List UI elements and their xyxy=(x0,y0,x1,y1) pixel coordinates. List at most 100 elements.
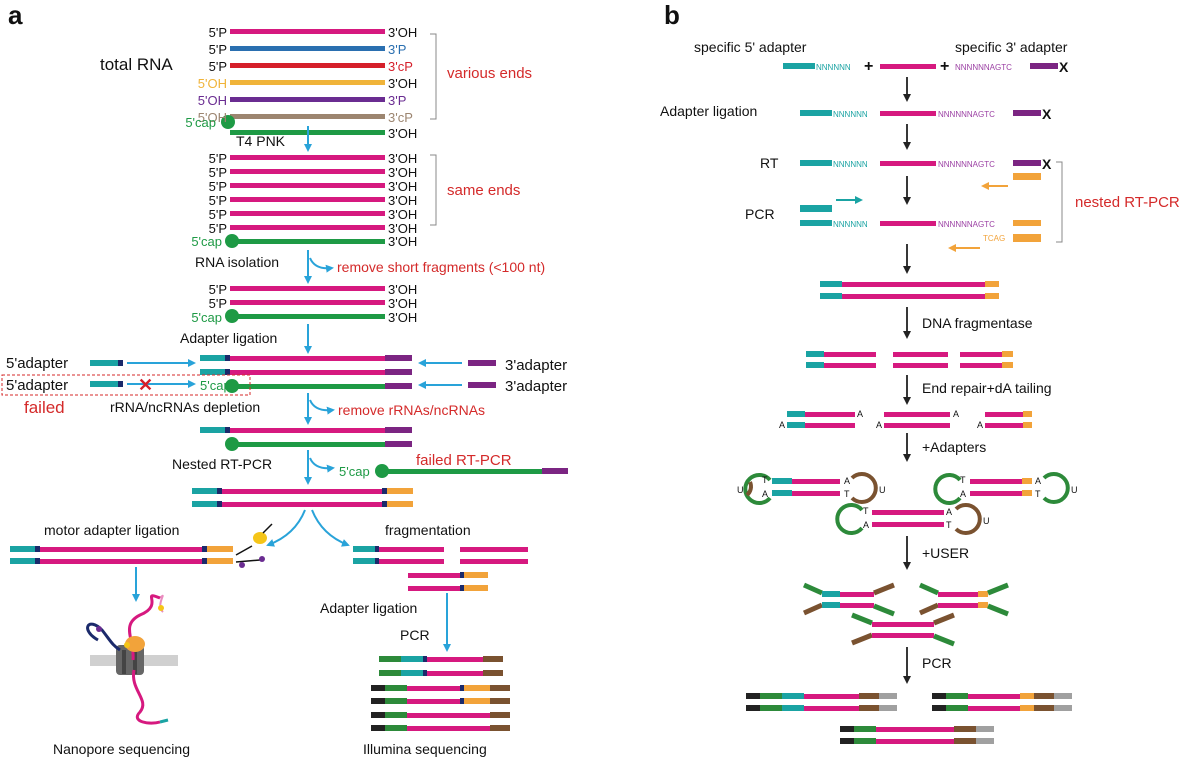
end-label-3oh: 3'OH xyxy=(388,25,417,40)
end-label-5p: 5'P xyxy=(209,179,227,194)
rna-strand xyxy=(230,114,385,119)
adapter-link xyxy=(375,546,379,552)
rna-strand xyxy=(408,573,460,578)
adapter-link xyxy=(225,427,230,433)
end-label-3oh: 3'OH xyxy=(388,193,417,208)
adapters-label: +Adapters xyxy=(922,439,986,455)
teal-adapter xyxy=(90,360,118,366)
various-ends-label: various ends xyxy=(447,65,532,82)
base-u: U xyxy=(879,485,886,495)
remove-rrna-label: remove rRNAs/ncRNAs xyxy=(338,402,485,418)
end-label-5oh: 5'OH xyxy=(198,76,227,91)
end-label-5cap: 5'cap xyxy=(185,115,216,130)
adapter-3-label: 3'adapter xyxy=(505,378,567,395)
nnnnnnagtc-seq: NNNNNNAGTC xyxy=(955,63,1012,72)
rna-strand xyxy=(230,97,385,102)
teal-adapter xyxy=(192,488,217,494)
end-label-5p: 5'P xyxy=(209,59,227,74)
teal-adapter xyxy=(200,369,225,375)
rna-strand xyxy=(408,586,460,591)
rna-strand xyxy=(230,155,385,160)
teal-adapter xyxy=(200,427,225,433)
failed-box xyxy=(1,374,251,396)
adapter-link xyxy=(118,360,123,366)
base-t: T xyxy=(844,489,850,499)
tcag-seq: TCAG xyxy=(983,234,1005,243)
adapter-3-label: 3'adapter xyxy=(505,357,567,374)
teal-adapter xyxy=(90,381,118,387)
nnnnnnagtc-seq: NNNNNNAGTC xyxy=(938,220,995,229)
specific-5-label: specific 5' adapter xyxy=(694,39,807,55)
nanopore-icon xyxy=(86,594,178,725)
side-arrow xyxy=(309,257,334,273)
rna-strand xyxy=(230,286,385,291)
adapter-link xyxy=(217,501,222,507)
rna-strand xyxy=(230,46,385,51)
panel-b-letter: b xyxy=(664,0,680,30)
rna-strand xyxy=(230,314,385,319)
split-arrow xyxy=(266,509,306,547)
adapter-link xyxy=(382,501,387,507)
purple-adapter xyxy=(468,382,496,388)
teal-adapter xyxy=(192,501,217,507)
base-a: A xyxy=(844,476,850,486)
orange-adapter xyxy=(207,546,233,552)
end-label-3oh: 3'OH xyxy=(388,221,417,236)
base-t: T xyxy=(762,475,768,485)
nnnnnn-seq: NNNNNN xyxy=(816,63,851,72)
end-label-5oh: 5'OH xyxy=(198,93,227,108)
rna-strand xyxy=(222,502,382,507)
rna-strand xyxy=(230,29,385,34)
panel-b: b specific 5' adapter specific 3' adapte… xyxy=(660,0,1180,744)
block-x: X xyxy=(1059,59,1069,75)
end-label-3cp: 3'cP xyxy=(388,59,413,74)
purple-adapter xyxy=(1030,63,1058,69)
adapter-link xyxy=(382,488,387,494)
end-label-3oh: 3'OH xyxy=(388,234,417,249)
rna-strand xyxy=(230,169,385,174)
plus-sign: + xyxy=(940,58,949,75)
base-a: A xyxy=(946,507,952,517)
fragmentation-label: fragmentation xyxy=(385,522,471,538)
x-cross: ✕ xyxy=(138,375,153,395)
base-a: A xyxy=(762,489,768,499)
rna-strand xyxy=(230,384,385,389)
depletion-label: rRNA/ncRNAs depletion xyxy=(110,399,260,415)
end-label-5cap: 5'cap xyxy=(200,378,231,393)
rna-strand xyxy=(230,442,385,447)
rna-strand xyxy=(40,547,202,552)
orange-adapter xyxy=(464,572,488,578)
user-label: +USER xyxy=(922,545,969,561)
base-a: A xyxy=(779,420,785,430)
rna-strand xyxy=(40,559,202,564)
adapter-link xyxy=(375,558,379,564)
adapter-link xyxy=(217,488,222,494)
pcr-label: PCR xyxy=(745,206,775,222)
pcr-label: PCR xyxy=(400,627,430,643)
orange-adapter xyxy=(387,488,413,494)
pcr-construct: NNNNNN NNNNNNAGTC TCAG xyxy=(800,196,1041,252)
panel-a-letter: a xyxy=(8,0,23,30)
nested-rtpcr-label: nested RT-PCR xyxy=(1075,194,1180,211)
teal-adapter xyxy=(783,63,815,69)
motor-protein-icon xyxy=(235,523,273,568)
cap-dot xyxy=(221,115,235,129)
panel-a: a total RNA 5'P 5'P 5'P 5'OH 5'OH 5'OH 5… xyxy=(1,0,568,757)
cap-dot xyxy=(225,379,239,393)
plus-sign: + xyxy=(864,58,873,75)
base-a: A xyxy=(857,409,863,419)
purple-adapter xyxy=(468,360,496,366)
rna-strand xyxy=(230,356,385,361)
purple-adapter xyxy=(385,355,412,361)
end-label-5cap: 5'cap xyxy=(339,464,370,479)
teal-adapter xyxy=(200,355,225,361)
adapter-link xyxy=(225,355,230,361)
end-label-3oh: 3'OH xyxy=(388,179,417,194)
base-a: A xyxy=(960,489,966,499)
adapter-ligation-2-label: Adapter ligation xyxy=(320,600,417,616)
end-label-3oh: 3'OH xyxy=(388,207,417,222)
rt-construct: NNNNNN NNNNNNAGTC X xyxy=(800,156,1052,190)
user-cleaved-fragments xyxy=(802,582,1009,647)
split-arrow xyxy=(311,509,350,547)
base-a: A xyxy=(863,520,869,530)
